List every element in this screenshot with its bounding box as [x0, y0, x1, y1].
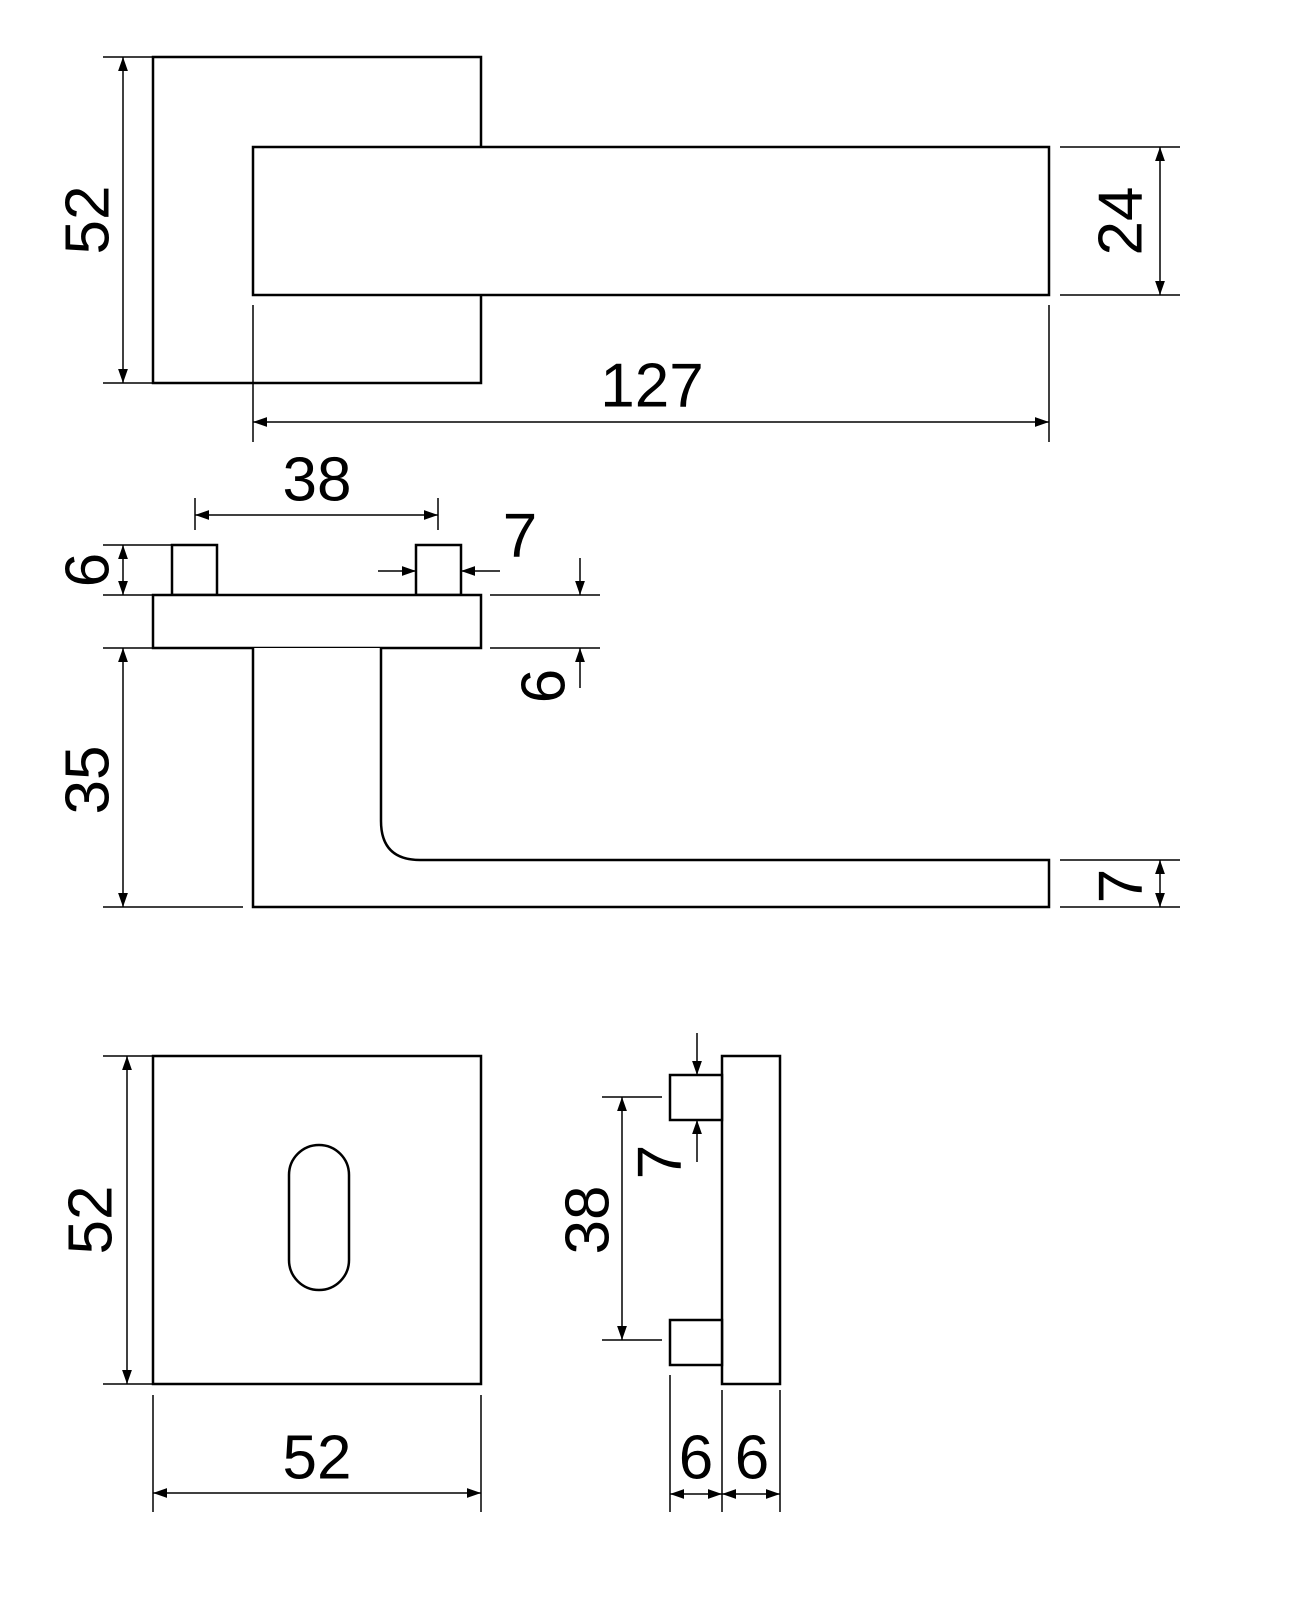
keyhole: [287, 1143, 351, 1292]
dim-base-thickness-label: 6: [509, 669, 578, 703]
pin-left: [170, 543, 219, 597]
side-view: 38 7 6 6 35 7: [53, 445, 1180, 909]
top-view: 52 24 127: [53, 55, 1180, 442]
dim-escutcheon-height-label: 52: [56, 1186, 125, 1255]
dim-escutcheon-plate-depth-label: 6: [735, 1423, 769, 1492]
rosette-base: [151, 593, 483, 650]
escutcheon-pin-bottom: [668, 1318, 724, 1367]
dim-escutcheon-width-label: 52: [283, 1423, 352, 1492]
dim-pin-height-label: 6: [53, 553, 122, 587]
lever-profile: [251, 648, 1051, 909]
dim-pin-width-label: 7: [503, 501, 537, 570]
escutcheon-front: 52 52: [56, 1054, 483, 1512]
dim-handle-height-label: 24: [1086, 187, 1155, 256]
escutcheon-side-plate: [720, 1054, 782, 1386]
dim-length-label: 127: [600, 351, 703, 420]
dim-projection-label: 35: [53, 746, 122, 815]
dim-escutcheon-pin-width-label: 7: [625, 1145, 694, 1179]
lever-outline: [251, 145, 1051, 297]
dim-escutcheon-pin-depth-label: 6: [679, 1423, 713, 1492]
escutcheon-side: 38 7 6 6: [553, 1033, 782, 1512]
dim-height-label: 52: [53, 186, 122, 255]
dim-escutcheon-pin-spacing-label: 38: [553, 1186, 622, 1255]
dim-lever-thickness-label: 7: [1086, 869, 1155, 903]
dim-pin-spacing-label: 38: [283, 445, 352, 514]
pin-right: [414, 543, 463, 597]
escutcheon-pin-top: [668, 1073, 724, 1122]
